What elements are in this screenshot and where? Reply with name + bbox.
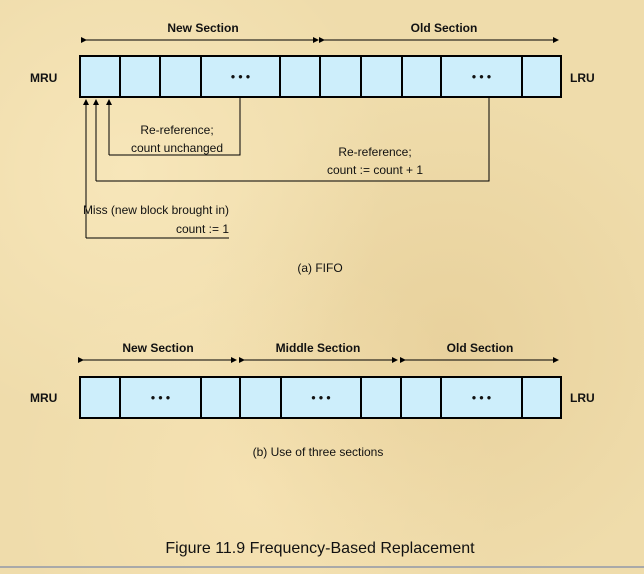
caption-b: (b) Use of three sections bbox=[253, 445, 384, 459]
buffer-cells-a: • • • • • • bbox=[79, 55, 562, 98]
annotation-reref-unchanged-1: Re-reference; bbox=[140, 123, 213, 137]
section-label-middle: Middle Section bbox=[276, 341, 361, 355]
ellipsis: • • • bbox=[151, 391, 170, 405]
buffer-cell bbox=[200, 376, 241, 419]
buffer-cell bbox=[319, 55, 362, 98]
buffer-cell bbox=[440, 376, 523, 419]
mru-label: MRU bbox=[30, 391, 57, 405]
buffer-cell bbox=[521, 376, 562, 419]
annotation-reref-unchanged-2: count unchanged bbox=[131, 141, 223, 155]
annotation-reref-increment-2: count := count + 1 bbox=[327, 163, 423, 177]
lru-label: LRU bbox=[570, 71, 595, 85]
buffer-cell bbox=[401, 55, 442, 98]
diagram-a: New Section Old Section MRU LRU • • •• •… bbox=[30, 21, 595, 275]
lru-label: LRU bbox=[570, 391, 595, 405]
buffer-cell bbox=[360, 376, 402, 419]
buffer-cell bbox=[279, 55, 321, 98]
figure-title: Figure 11.9 Frequency-Based Replacement bbox=[165, 540, 475, 557]
section-label-old: Old Section bbox=[447, 341, 514, 355]
buffer-cell bbox=[159, 55, 202, 98]
buffer-cell bbox=[280, 376, 362, 419]
section-label-new: New Section bbox=[167, 21, 238, 35]
buffer-cell bbox=[239, 376, 282, 419]
mru-label: MRU bbox=[30, 71, 57, 85]
annotation-reref-increment-1: Re-reference; bbox=[338, 145, 411, 159]
ellipsis: • • • bbox=[231, 70, 250, 84]
caption-a: (a) FIFO bbox=[297, 261, 342, 275]
ellipsis: • • • bbox=[472, 70, 491, 84]
buffer-cell bbox=[360, 55, 403, 98]
section-label-old: Old Section bbox=[411, 21, 478, 35]
annotation-miss-2: count := 1 bbox=[176, 222, 229, 236]
buffer-cell bbox=[79, 376, 121, 419]
buffer-cell bbox=[400, 376, 442, 419]
ellipsis: • • • bbox=[311, 391, 330, 405]
annotation-miss-1: Miss (new block brought in) bbox=[83, 203, 229, 217]
buffer-cell bbox=[79, 55, 121, 98]
ellipsis: • • • bbox=[472, 391, 491, 405]
diagram-b: New Section Middle Section Old Section M… bbox=[30, 341, 595, 459]
buffer-cell bbox=[119, 376, 202, 419]
section-label-new: New Section bbox=[122, 341, 193, 355]
buffer-cell bbox=[119, 55, 161, 98]
path-reref-increment bbox=[96, 97, 490, 182]
path-reref-unchanged bbox=[109, 97, 241, 156]
buffer-cells-b: • • • • • • • • • bbox=[79, 376, 562, 419]
buffer-cell bbox=[521, 55, 562, 98]
